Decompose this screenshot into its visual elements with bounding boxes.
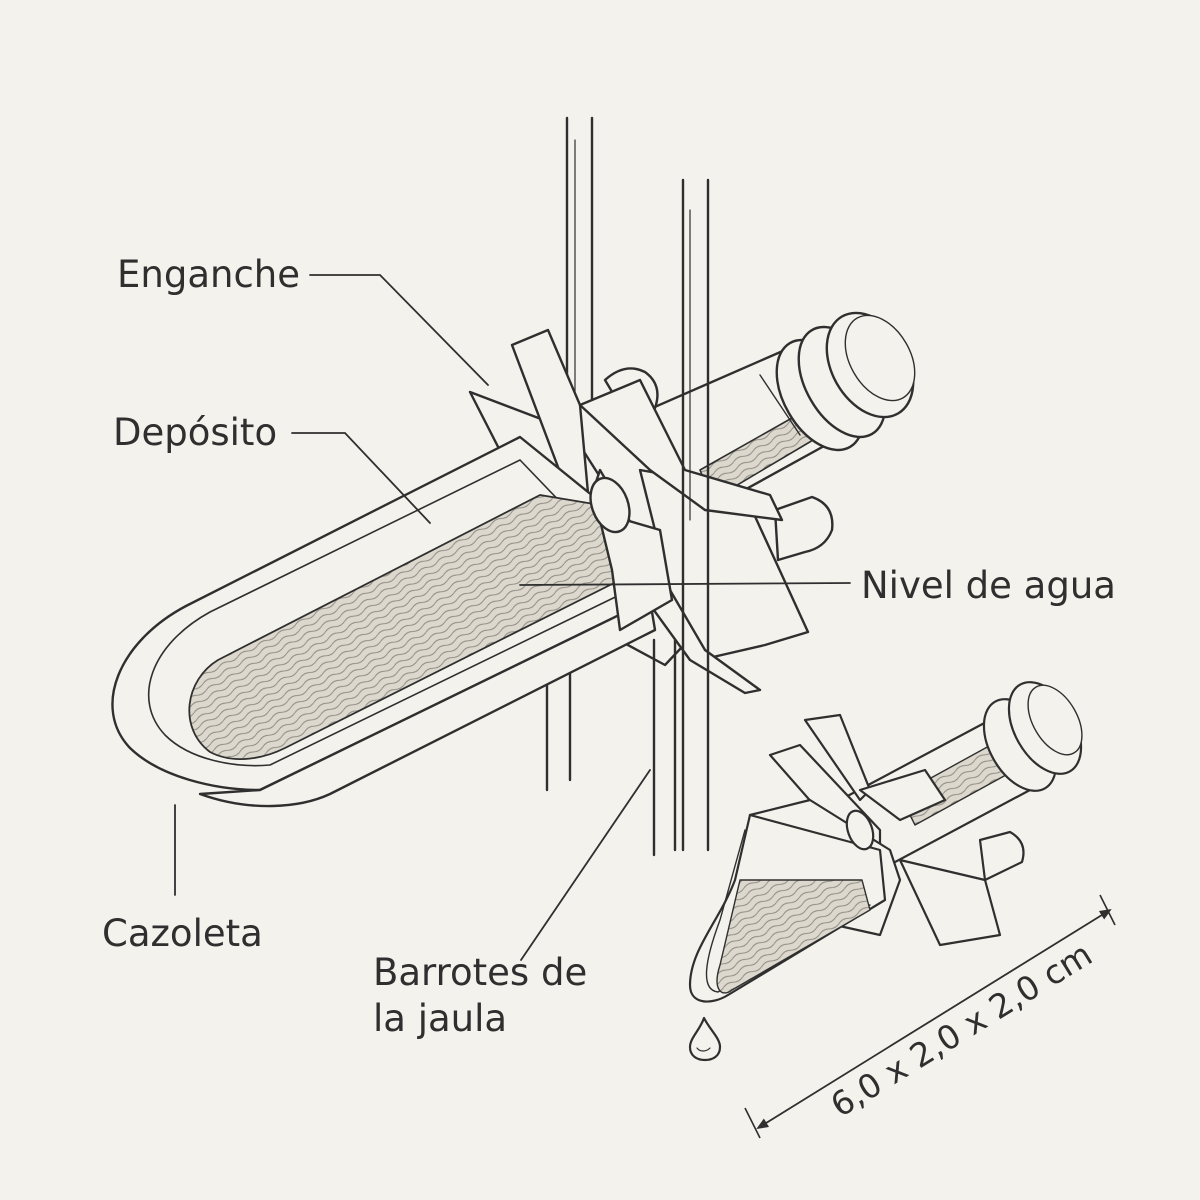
dimension-tick-right (1099, 894, 1116, 926)
cup-body (111, 435, 674, 808)
leader-bars (520, 769, 651, 961)
main-feeder (111, 116, 916, 857)
label-water-level: Nivel de agua (861, 564, 1116, 607)
tube-end-cap (775, 311, 916, 452)
rear-tab-lower (773, 495, 834, 562)
small-feeder (688, 681, 1083, 1062)
dimension-arrow (756, 908, 1112, 1130)
leader-lines (174, 274, 851, 961)
label-hook: Enganche (117, 253, 300, 296)
label-bars-line2: la jaula (373, 997, 507, 1040)
dimension-tick-left (744, 1107, 761, 1139)
leader-water-level (519, 582, 851, 586)
cage-bars-front (652, 178, 710, 857)
leader-hook (309, 274, 489, 386)
water-drop (688, 1016, 722, 1062)
label-bars-line1: Barrotes de (373, 951, 587, 994)
label-cup: Cazoleta (102, 912, 263, 955)
label-reservoir: Depósito (113, 411, 277, 454)
dimension-label: 6,0 x 2,0 x 2,0 cm (824, 934, 1099, 1124)
leader-reservoir (291, 432, 431, 524)
